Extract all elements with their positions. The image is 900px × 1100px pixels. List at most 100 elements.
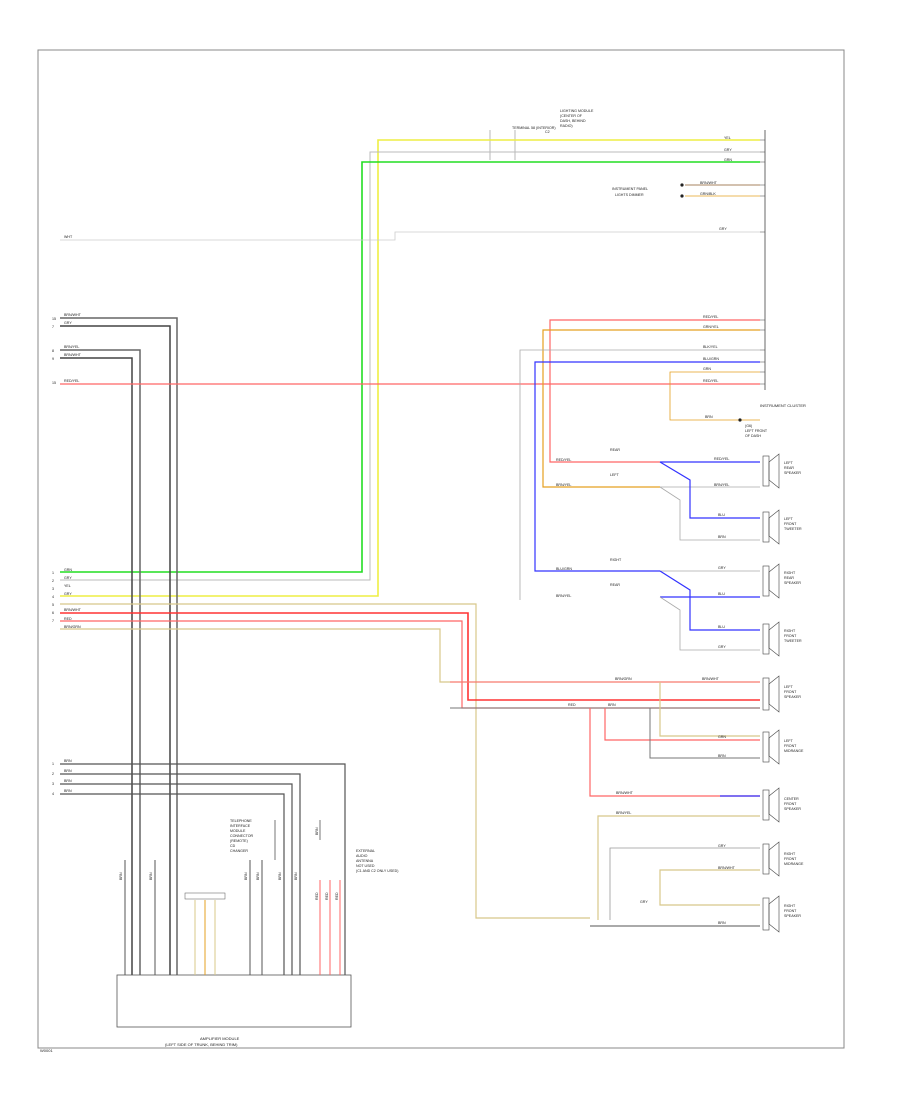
speaker-label: FRONT <box>784 802 797 806</box>
speaker-right-front-midrange[interactable]: GRY BRN/WHT RIGHT FRONT MIDRANGE <box>718 841 804 877</box>
center-tag: REAR <box>610 583 620 587</box>
left-mid-wire: BRN/WHT <box>64 608 82 612</box>
cluster-wire-gry: GRY <box>719 227 727 231</box>
center-group-2: BLU/GRN BRN/YEL RIGHT REAR <box>556 558 622 598</box>
speaker-body <box>762 455 770 487</box>
ground-label: LEFT FRONT <box>745 429 768 433</box>
pin-number: 4 <box>52 595 54 599</box>
wire-brn-yel <box>542 329 760 488</box>
speaker-label: TWEETER <box>784 527 802 531</box>
wire-gray <box>60 151 760 581</box>
speaker-body <box>762 731 770 763</box>
wire-green <box>60 161 760 573</box>
wire-yellow <box>60 139 760 597</box>
speaker-label: RIGHT <box>784 629 796 633</box>
speaker-label: LEFT <box>784 685 794 689</box>
cluster-wire: RED/YEL <box>703 315 718 319</box>
wire-orange-jump <box>669 371 760 384</box>
connector-box <box>184 892 226 900</box>
speaker-right-front-tweeter[interactable]: BLU GRY RIGHT FRONT TWEETER <box>718 621 802 657</box>
left-mid-wire: RED <box>64 617 72 621</box>
wire-midrange-red <box>604 708 760 741</box>
speaker-wire-a: GRN <box>718 735 726 739</box>
cluster-wiring: RED/YEL GRN/YEL BLK/YEL BLU/GRN GRN RED/… <box>519 315 806 600</box>
wire-ground <box>669 384 760 421</box>
speaker-cone-icon <box>768 509 780 545</box>
amplifier-module-box <box>116 974 352 1028</box>
speaker-wire-a: BLU <box>718 513 725 517</box>
left-mid-harness: 1 2 3 4 5 6 7 GRN GRY YEL GRY BRN/WHT RE… <box>52 568 760 919</box>
speaker-cone-icon <box>768 841 780 877</box>
pin-number: 8 <box>52 349 54 353</box>
pin-number: 3 <box>52 587 54 591</box>
diagram-border <box>37 49 845 1049</box>
top-module: LIGHTING MODULE (CENTER OF DASH, BEHIND … <box>489 109 594 160</box>
wire-lower-4 <box>60 793 285 975</box>
connector-cluster-bottom: BRN BRN BRN BRN BRN BRN RED RED RED BRN <box>119 827 339 900</box>
speaker-label: LEFT <box>784 517 794 521</box>
front-wire-label: BRN/GRN <box>615 677 632 681</box>
speaker-center-front[interactable]: BRN/WHT BRN/YEL CENTER FRONT SPEAKER <box>616 787 801 823</box>
module-wire-label: BRN <box>278 872 282 880</box>
speaker-wire-a: RED/YEL <box>714 457 729 461</box>
cluster-wire: RED/YEL <box>703 379 718 383</box>
module-wire-label: BRN <box>256 872 260 880</box>
speakers: RED/YEL BRN/YEL LEFT REAR SPEAKER BLU BR… <box>616 453 804 933</box>
pin-number: 15 <box>52 381 56 385</box>
ground-label: OF DASH <box>745 434 761 438</box>
center-tag: REAR <box>610 448 620 452</box>
dimmer-terminal <box>680 183 684 187</box>
wire-gray-cluster <box>519 349 760 600</box>
speaker-body <box>762 565 770 597</box>
ground-label: (G6) <box>745 424 752 428</box>
speaker-label: SPEAKER <box>784 471 801 475</box>
module-wire-label: BRN <box>149 872 153 880</box>
left-upper-wire: RED/YEL <box>64 379 79 383</box>
wire-tan-2 <box>60 628 760 683</box>
speaker-left-rear[interactable]: RED/YEL BRN/YEL LEFT REAR SPEAKER <box>714 453 801 489</box>
speaker-label: RIGHT <box>784 852 796 856</box>
top-wire-grn: GRN <box>724 158 732 162</box>
module-wire-label: RED <box>335 892 339 900</box>
speaker-left-front[interactable]: LEFT FRONT SPEAKER <box>762 675 801 713</box>
speaker-body <box>762 677 770 711</box>
speaker-right-rear[interactable]: GRY BLU RIGHT REAR SPEAKER <box>718 563 801 599</box>
wire-bundle-brn <box>60 317 178 975</box>
speaker-cone-icon <box>768 787 780 823</box>
speaker-wire-a: GRY <box>718 844 726 848</box>
speaker-left-front-tweeter[interactable]: BLU BRN LEFT FRONT TWEETER <box>718 509 802 545</box>
wire-bundle-brn <box>60 349 141 975</box>
amplifier-module[interactable]: AMPLIFIER MODULE (LEFT SIDE OF TRUNK, BE… <box>116 819 398 1047</box>
left-upper-wire: WHT <box>64 235 73 239</box>
module-note-right: ANTENNA <box>356 859 374 863</box>
speaker-wire-b: BRN <box>718 921 726 925</box>
pin-number: 3 <box>52 782 54 786</box>
speaker-wire-b: GRY <box>718 645 726 649</box>
pin-number: 1 <box>52 762 54 766</box>
speaker-label: FRONT <box>784 634 797 638</box>
speaker-label: SPEAKER <box>784 914 801 918</box>
module-wire-label: RED <box>315 892 319 900</box>
wire-blu-grn <box>534 361 760 572</box>
cluster-wire: GRN <box>703 367 711 371</box>
speaker-cone-icon <box>768 621 780 657</box>
module-note-left: CD <box>230 844 236 848</box>
wire-center-tan <box>597 815 760 920</box>
dimmer-label: INSTRUMENT PANEL <box>612 187 648 191</box>
pin-number: 6 <box>52 611 54 615</box>
speaker-right-front[interactable]: GRY BRN RIGHT FRONT SPEAKER <box>640 895 801 933</box>
speaker-body <box>762 511 770 543</box>
pin-number: 1 <box>52 571 54 575</box>
speaker-left-front-midrange[interactable]: GRN BRN LEFT FRONT MIDRANGE <box>718 729 804 765</box>
top-module-header: (CENTER OF <box>560 114 583 118</box>
module-wire-label: RED <box>325 892 329 900</box>
speaker-label: SPEAKER <box>784 807 801 811</box>
speaker-cone-icon <box>768 675 780 713</box>
module-note-left: CHANGER <box>230 849 248 853</box>
module-note-left: (REMOTE) <box>230 839 248 843</box>
module-wire-label: BRN <box>244 872 248 880</box>
speaker-cone-icon <box>768 453 780 489</box>
wire-bundle-brn <box>60 325 171 975</box>
top-module-header: LIGHTING MODULE <box>560 109 594 113</box>
